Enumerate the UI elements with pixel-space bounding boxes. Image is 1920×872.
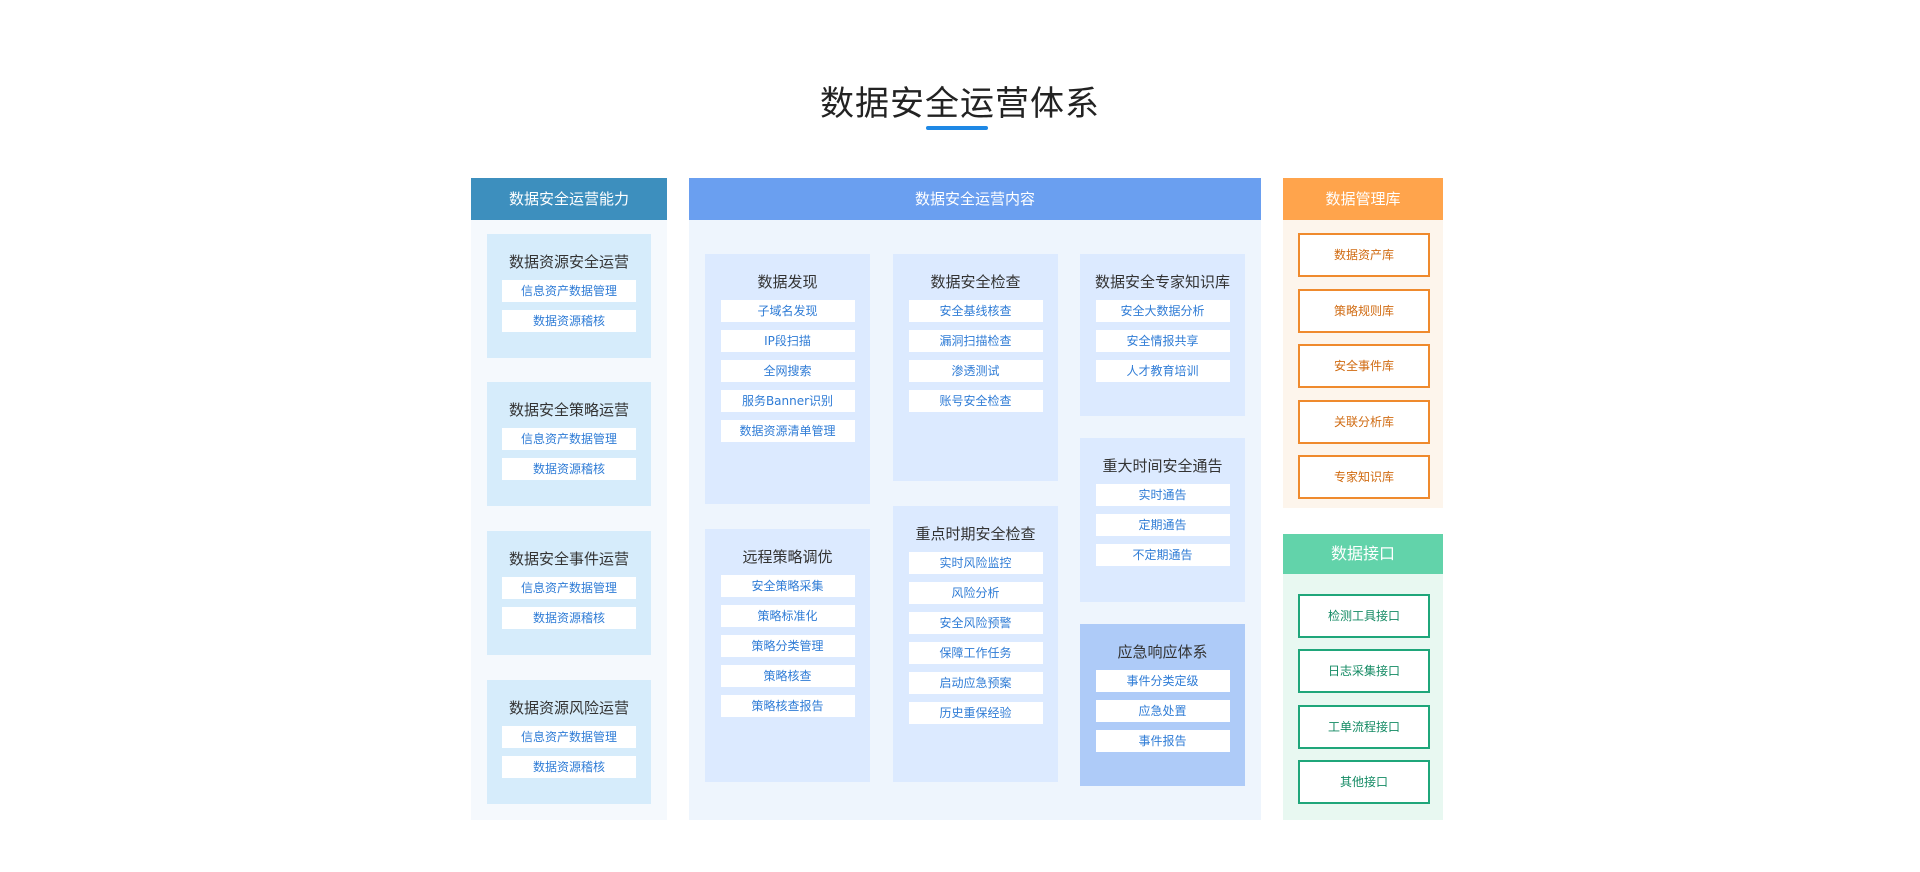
library-item[interactable]: 安全事件库 [1298, 344, 1430, 388]
content-item[interactable]: 安全基线核查 [908, 300, 1043, 322]
title-underline [926, 126, 988, 130]
ability-item[interactable]: 信息资产数据管理 [502, 428, 636, 450]
content-item[interactable]: 实时风险监控 [908, 552, 1043, 574]
abilities-header: 数据安全运营能力 [471, 178, 667, 220]
ability-item[interactable]: 信息资产数据管理 [502, 726, 636, 748]
notice-card: 重大时间安全通告 实时通告 定期通告 不定期通告 [1080, 438, 1245, 602]
remote-policy-card: 远程策略调优 安全策略采集 策略标准化 策略分类管理 策略核查 策略核查报告 [705, 529, 870, 782]
data-interface-column: 数据接口 检测工具接口 日志采集接口 工单流程接口 其他接口 [1283, 534, 1443, 820]
content-item[interactable]: 事件分类定级 [1095, 670, 1230, 692]
ability-card: 数据资源安全运营 信息资产数据管理 数据资源稽核 [487, 234, 651, 358]
interface-header: 数据接口 [1283, 534, 1443, 574]
content-item[interactable]: 安全风险预警 [908, 612, 1043, 634]
content-item[interactable]: 策略分类管理 [720, 635, 855, 657]
content-item[interactable]: 实时通告 [1095, 484, 1230, 506]
ability-card: 数据安全策略运营 信息资产数据管理 数据资源稽核 [487, 382, 651, 506]
remote-policy-title: 远程策略调优 [742, 548, 833, 566]
security-check-card: 数据安全检查 安全基线核查 漏洞扫描检查 渗透测试 账号安全检查 [893, 254, 1058, 481]
content-item[interactable]: 子域名发现 [720, 300, 855, 322]
content-item[interactable]: IP段扫描 [720, 330, 855, 352]
content-item[interactable]: 策略标准化 [720, 605, 855, 627]
security-check-title: 数据安全检查 [930, 273, 1021, 291]
content-item[interactable]: 漏洞扫描检查 [908, 330, 1043, 352]
content-item[interactable]: 服务Banner识别 [720, 390, 855, 412]
library-item[interactable]: 关联分析库 [1298, 400, 1430, 444]
content-header: 数据安全运营内容 [689, 178, 1261, 220]
ability-item[interactable]: 信息资产数据管理 [502, 280, 636, 302]
ability-card: 数据资源风险运营 信息资产数据管理 数据资源稽核 [487, 680, 651, 804]
expert-knowledge-card: 数据安全专家知识库 安全大数据分析 安全情报共享 人才教育培训 [1080, 254, 1245, 416]
content-item[interactable]: 策略核查报告 [720, 695, 855, 717]
ability-item[interactable]: 数据资源稽核 [502, 756, 636, 778]
library-header: 数据管理库 [1283, 178, 1443, 220]
interface-item[interactable]: 日志采集接口 [1298, 649, 1430, 693]
content-item[interactable]: 安全大数据分析 [1095, 300, 1230, 322]
interface-item[interactable]: 其他接口 [1298, 760, 1430, 804]
key-period-title: 重点时期安全检查 [915, 525, 1036, 543]
content-item[interactable]: 全网搜索 [720, 360, 855, 382]
interface-item[interactable]: 检测工具接口 [1298, 594, 1430, 638]
library-item[interactable]: 数据资产库 [1298, 233, 1430, 277]
ability-item[interactable]: 数据资源稽核 [502, 310, 636, 332]
expert-knowledge-title: 数据安全专家知识库 [1094, 273, 1230, 291]
ability-card: 数据安全事件运营 信息资产数据管理 数据资源稽核 [487, 531, 651, 655]
emergency-title: 应急响应体系 [1117, 643, 1208, 661]
ability-item[interactable]: 数据资源稽核 [502, 607, 636, 629]
content-item[interactable]: 应急处置 [1095, 700, 1230, 722]
ability-item[interactable]: 信息资产数据管理 [502, 577, 636, 599]
content-item[interactable]: 安全情报共享 [1095, 330, 1230, 352]
content-item[interactable]: 人才教育培训 [1095, 360, 1230, 382]
content-item[interactable]: 事件报告 [1095, 730, 1230, 752]
content-item[interactable]: 账号安全检查 [908, 390, 1043, 412]
data-library-column: 数据管理库 数据资产库 策略规则库 安全事件库 关联分析库 专家知识库 [1283, 178, 1443, 508]
ability-card-title: 数据资源安全运营 [508, 253, 629, 271]
content-item[interactable]: 风险分析 [908, 582, 1043, 604]
abilities-column: 数据安全运营能力 数据资源安全运营 信息资产数据管理 数据资源稽核 数据安全策略… [471, 178, 667, 820]
content-item[interactable]: 数据资源清单管理 [720, 420, 855, 442]
content-item[interactable]: 启动应急预案 [908, 672, 1043, 694]
emergency-response-card: 应急响应体系 事件分类定级 应急处置 事件报告 [1080, 624, 1245, 786]
discovery-title: 数据发现 [757, 273, 818, 291]
content-item[interactable]: 定期通告 [1095, 514, 1230, 536]
content-item[interactable]: 历史重保经验 [908, 702, 1043, 724]
page-title: 数据安全运营体系 [820, 84, 1100, 124]
content-item[interactable]: 安全策略采集 [720, 575, 855, 597]
key-period-check-card: 重点时期安全检查 实时风险监控 风险分析 安全风险预警 保障工作任务 启动应急预… [893, 506, 1058, 782]
content-item[interactable]: 渗透测试 [908, 360, 1043, 382]
content-item[interactable]: 策略核查 [720, 665, 855, 687]
library-item[interactable]: 策略规则库 [1298, 289, 1430, 333]
discovery-card: 数据发现 子域名发现 IP段扫描 全网搜索 服务Banner识别 数据资源清单管… [705, 254, 870, 504]
ability-card-title: 数据资源风险运营 [508, 699, 629, 717]
content-item[interactable]: 不定期通告 [1095, 544, 1230, 566]
interface-item[interactable]: 工单流程接口 [1298, 705, 1430, 749]
ability-card-title: 数据安全事件运营 [508, 550, 629, 568]
ability-item[interactable]: 数据资源稽核 [502, 458, 636, 480]
content-item[interactable]: 保障工作任务 [908, 642, 1043, 664]
content-column: 数据安全运营内容 数据发现 子域名发现 IP段扫描 全网搜索 服务Banner识… [689, 178, 1261, 820]
library-item[interactable]: 专家知识库 [1298, 455, 1430, 499]
notice-title: 重大时间安全通告 [1102, 457, 1223, 475]
ability-card-title: 数据安全策略运营 [508, 401, 629, 419]
